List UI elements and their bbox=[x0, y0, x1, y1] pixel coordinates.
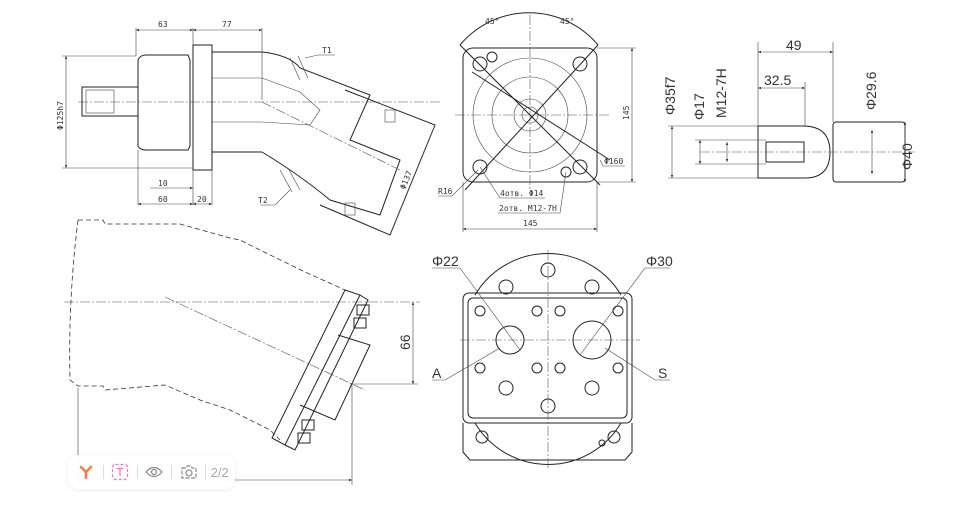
side-view: 63 77 Φ125h7 10 60 20 T1 T2 Φ137 bbox=[56, 20, 440, 236]
dim-d30: Φ30 bbox=[646, 253, 673, 269]
dim-d125h7: Φ125h7 bbox=[56, 101, 65, 130]
label-holes-m12: 2отв. M12-7H bbox=[499, 204, 557, 213]
view-button[interactable] bbox=[142, 460, 166, 484]
shaft-view: 49 32.5 Φ35f7 Φ17 M12-7H Φ29.6 Φ40 bbox=[662, 37, 915, 183]
dim-10: 10 bbox=[158, 179, 168, 188]
dim-20: 20 bbox=[197, 195, 207, 204]
camera-icon bbox=[180, 465, 197, 479]
dim-d22: Φ22 bbox=[432, 253, 459, 269]
divider bbox=[205, 465, 207, 479]
text-tool-button[interactable] bbox=[108, 460, 132, 484]
angle-left: 45° bbox=[485, 17, 499, 26]
dim-d17: Φ17 bbox=[691, 93, 707, 120]
text-tool-icon bbox=[112, 463, 129, 481]
floating-toolbar: 2/2 bbox=[68, 455, 235, 489]
divider bbox=[102, 465, 104, 479]
dim-66: 66 bbox=[397, 334, 413, 350]
port-s-label: S bbox=[658, 365, 667, 381]
dim-m12-7h: M12-7H bbox=[713, 68, 729, 118]
y-logo-icon bbox=[79, 465, 93, 479]
angle-right: 45° bbox=[560, 17, 574, 26]
label-holes-14: 4отв. Φ14 bbox=[500, 189, 544, 198]
dim-32-5: 32.5 bbox=[764, 72, 791, 88]
label-t2: T2 bbox=[258, 196, 268, 205]
label-r16: R16 bbox=[438, 187, 453, 196]
bottom-side-view: 66 bbox=[64, 219, 420, 485]
divider bbox=[136, 465, 138, 479]
dim-d35f7: Φ35f7 bbox=[662, 76, 678, 115]
front-view: 45° 45° 145 145 Φ160 R16 4отв. Φ14 2отв.… bbox=[438, 12, 636, 232]
dim-145-horizontal: 145 bbox=[523, 219, 538, 228]
dim-d137: Φ137 bbox=[399, 169, 415, 190]
page-indicator: 2/2 bbox=[210, 464, 229, 480]
eye-icon bbox=[145, 466, 164, 478]
label-t1: T1 bbox=[322, 46, 332, 55]
dim-77: 77 bbox=[222, 20, 232, 29]
dim-60: 60 bbox=[158, 195, 168, 204]
dim-145-vertical: 145 bbox=[622, 105, 631, 120]
screenshot-button[interactable] bbox=[177, 460, 201, 484]
port-a-label: A bbox=[432, 365, 442, 381]
divider bbox=[171, 465, 172, 479]
dim-d40: Φ40 bbox=[899, 143, 915, 170]
dim-d160: Φ160 bbox=[604, 157, 623, 166]
port-view: Φ22 Φ30 A S bbox=[432, 250, 673, 470]
dim-63: 63 bbox=[158, 20, 168, 29]
logo-button[interactable] bbox=[74, 460, 98, 484]
dim-d29-6: Φ29.6 bbox=[863, 71, 879, 110]
dim-49: 49 bbox=[786, 37, 802, 53]
